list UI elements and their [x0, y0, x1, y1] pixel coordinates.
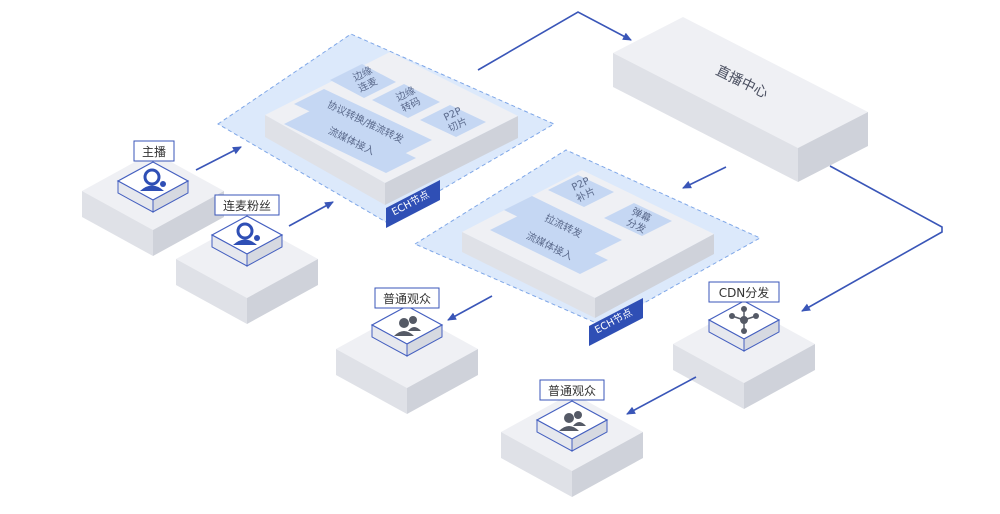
- arrow-ech1-to-live-center: [477, 11, 632, 71]
- svg-text:普通观众: 普通观众: [548, 384, 596, 398]
- svg-text:主播: 主播: [142, 145, 166, 159]
- module-edge-mic: 边缘连麦: [330, 64, 396, 98]
- module-edge-transcode: 边缘转码: [372, 84, 440, 118]
- arrows: [195, 11, 943, 415]
- arrow-live-center-to-ech2: [682, 166, 727, 189]
- cdn-node: [673, 300, 815, 409]
- module-p2p-patch: P2P补片: [548, 175, 614, 207]
- co-host-icon: [233, 222, 260, 245]
- arrow-fan-to-ech1: [288, 201, 334, 227]
- svg-text:CDN分发: CDN分发: [719, 285, 770, 300]
- viewer-1-label: 普通观众: [374, 287, 440, 309]
- arrow-live-center-to-cdn: [801, 165, 943, 312]
- arrow-ech2-to-viewer1: [447, 295, 493, 321]
- module-danmaku: 弹幕分发: [604, 203, 672, 236]
- svg-text:普通观众: 普通观众: [383, 292, 431, 306]
- anchor-label: 主播: [133, 140, 175, 162]
- viewer-1-node: [336, 305, 478, 414]
- ech-node-1-block: 边缘连麦 边缘转码 P2P切片 协议转换/推流转发 流媒体接入: [265, 52, 518, 205]
- network-icon: [729, 306, 759, 334]
- viewer-icon: [394, 316, 421, 336]
- module-p2p-slice: P2P切片: [420, 105, 486, 137]
- co-host-fan-node: [176, 215, 318, 324]
- live-center-block: 直播中心: [613, 17, 868, 182]
- viewer-2-label: 普通观众: [539, 379, 605, 401]
- arrow-anchor-to-ech1: [195, 146, 242, 171]
- viewer-icon: [559, 411, 586, 431]
- arrow-cdn-to-viewer2: [626, 376, 697, 415]
- svg-text:连麦粉丝: 连麦粉丝: [223, 198, 271, 213]
- cdn-label: CDN分发: [708, 281, 780, 303]
- co-host-fan-label: 连麦粉丝: [214, 194, 280, 216]
- broadcaster-icon: [140, 168, 166, 191]
- viewer-2-node: [501, 393, 643, 497]
- ech-node-2-block: P2P补片 弹幕分发 拉流转发 流媒体接入: [462, 170, 714, 318]
- anchor-node: [82, 152, 224, 256]
